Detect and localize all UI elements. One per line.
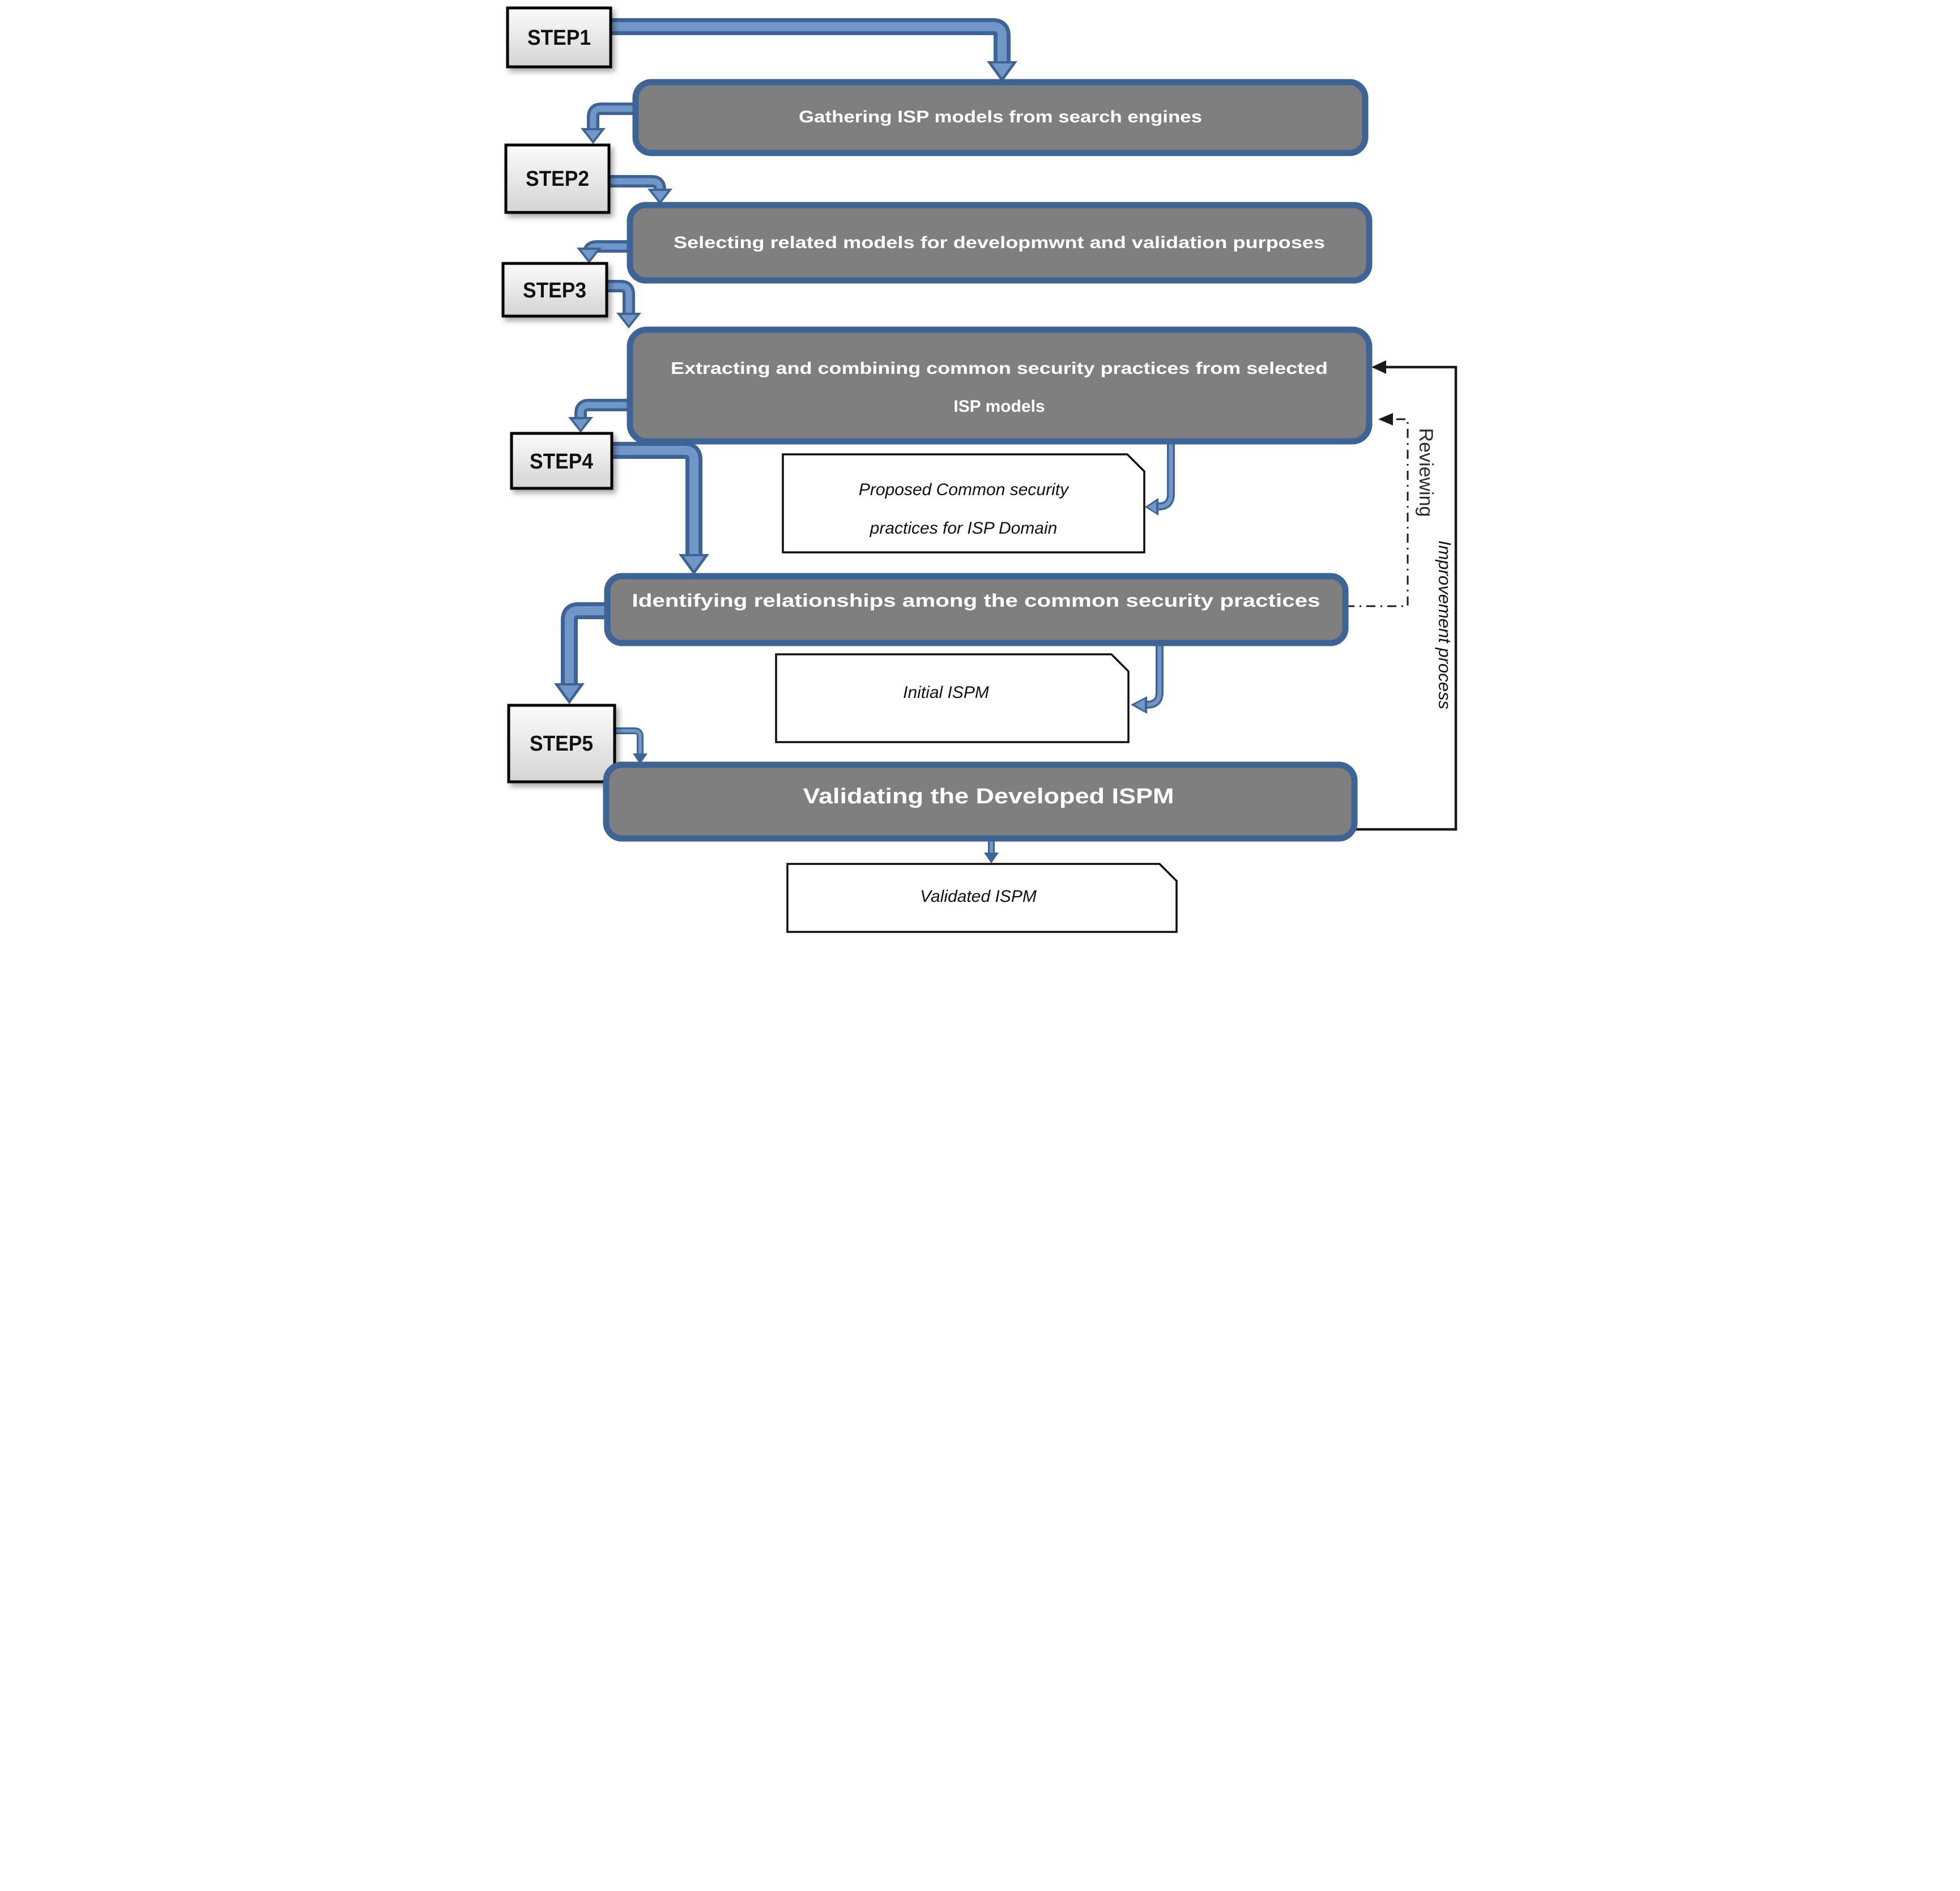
arrow-left-icon: [1371, 360, 1386, 374]
arrow-identifying-to-initial: [1131, 644, 1164, 714]
arrow-step4-to-identifying: [612, 442, 709, 575]
step3-box: STEP3: [501, 262, 608, 318]
feedback-improvement-process-line: [1354, 360, 1458, 831]
identifying-process-label: Identifying relationships among the comm…: [632, 590, 1320, 611]
validated-ispm-label: Validated ISPM: [920, 887, 1037, 906]
feedback-reviewing-line: [1345, 413, 1409, 607]
ispm-methodology-flowchart: Reviewing Improvement process STEP1 STEP…: [501, 6, 1458, 933]
identifying-process-box: Identifying relationships among the comm…: [604, 573, 1349, 646]
step1-label: STEP1: [527, 26, 591, 50]
step3-label: STEP3: [523, 279, 586, 303]
step4-box: STEP4: [510, 432, 613, 490]
extracting-process-label-line1: Extracting and combining common security…: [671, 359, 1328, 378]
step5-box: STEP5: [507, 704, 616, 783]
proposed-practices-label-line2: practices for ISP Domain: [870, 519, 1058, 538]
initial-ispm-doc-box: Initial ISPM: [775, 653, 1130, 743]
arrow-left-icon: [1378, 413, 1393, 425]
step2-label: STEP2: [526, 167, 589, 191]
validated-ispm-doc-box: Validated ISPM: [786, 863, 1178, 933]
step1-box: STEP1: [506, 6, 612, 69]
extracting-process-box: Extracting and combining common security…: [627, 326, 1373, 445]
arrow-step5-to-validating: [615, 727, 647, 764]
improvement-process-label: Improvement process: [1435, 540, 1455, 709]
arrow-down-icon: [633, 753, 647, 764]
reviewing-label: Reviewing: [1415, 428, 1437, 517]
arrow-down-icon: [984, 853, 999, 863]
step5-label: STEP5: [530, 732, 593, 756]
arrow-extracting-to-step4: [568, 399, 630, 433]
gathering-process-box: Gathering ISP models from search engines: [632, 79, 1369, 156]
arrow-step3-to-extracting: [606, 280, 641, 329]
arrow-validating-to-validated: [984, 839, 999, 863]
selecting-process-box: Selecting related models for developmwnt…: [627, 202, 1373, 284]
extracting-process-label-line2: ISP models: [953, 397, 1045, 416]
initial-ispm-label: Initial ISPM: [903, 683, 989, 702]
proposed-practices-label-line1: Proposed Common security: [859, 480, 1070, 499]
selecting-process-label: Selecting related models for developmwnt…: [674, 233, 1325, 252]
arrow-selecting-to-step3: [577, 240, 630, 263]
validating-process-box: Validating the Developed ISPM: [603, 761, 1358, 842]
validating-process-label: Validating the Developed ISPM: [803, 785, 1174, 808]
arrow-identifying-to-step5: [554, 602, 608, 704]
gathering-process-label: Gathering ISP models from search engines: [799, 108, 1202, 126]
step2-box: STEP2: [504, 143, 611, 214]
arrow-extracting-to-proposed: [1145, 442, 1175, 516]
proposed-practices-doc-box: Proposed Common security practices for I…: [782, 453, 1145, 553]
arrow-step2-to-selecting: [610, 175, 672, 205]
arrow-gathering-to-step2: [581, 103, 636, 144]
flowchart-canvas: Reviewing Improvement process STEP1 STEP…: [490, 0, 1470, 946]
arrow-step1-to-gathering: [610, 18, 1017, 82]
step4-label: STEP4: [530, 450, 593, 474]
